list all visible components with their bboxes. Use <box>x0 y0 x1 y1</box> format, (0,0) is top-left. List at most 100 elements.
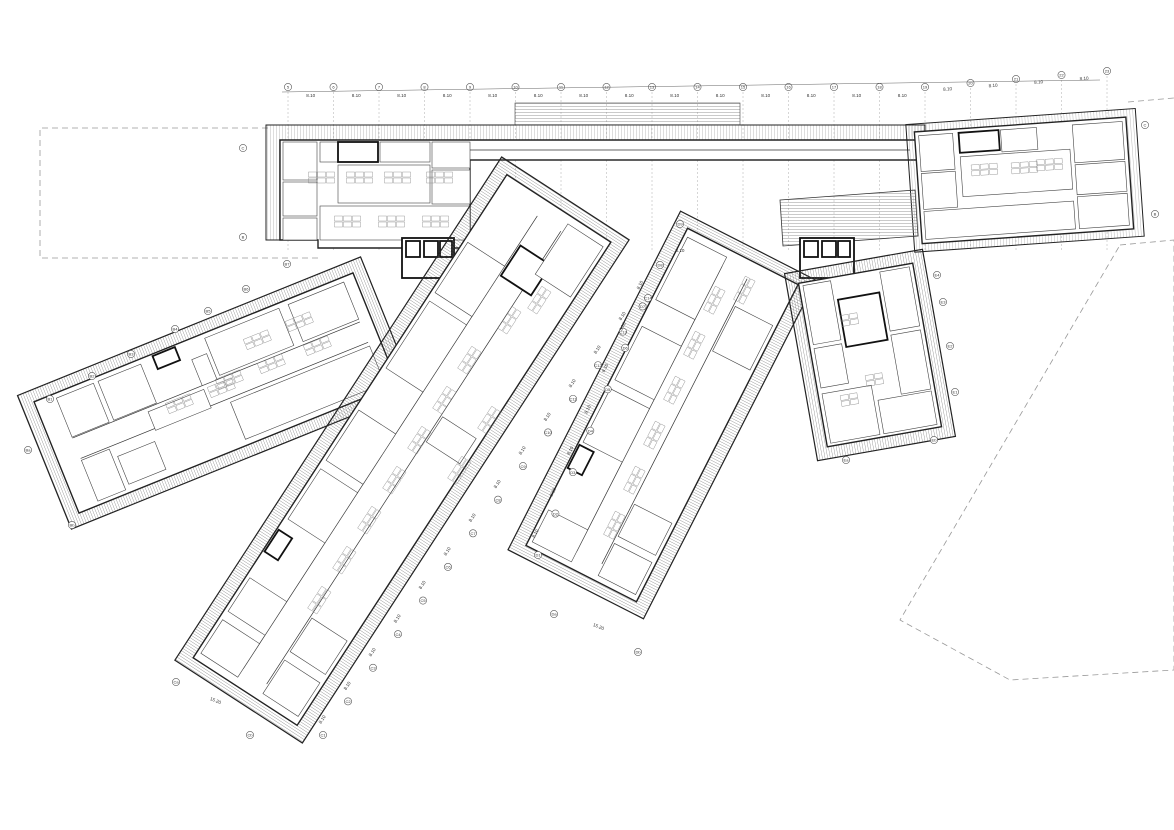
dimension-label: 8.10 <box>443 93 452 98</box>
dimension-label: 8.10 <box>618 311 627 322</box>
grid-axis-bubble: D4 <box>586 426 595 435</box>
svg-text:C1: C1 <box>320 733 326 738</box>
dimension-label: 15.20 <box>592 622 605 631</box>
svg-text:C10: C10 <box>544 430 552 435</box>
svg-text:Bb: Bb <box>70 523 76 528</box>
dimension-label: 8.10 <box>518 445 527 456</box>
svg-text:C12: C12 <box>594 363 602 368</box>
grid-axis-bubble: Ba <box>24 446 32 454</box>
svg-text:D6: D6 <box>623 346 629 351</box>
svg-text:B4: B4 <box>173 327 179 332</box>
svg-text:16: 16 <box>786 85 791 90</box>
svg-text:13: 13 <box>650 85 655 90</box>
grid-axis-bubble: C <box>1141 121 1149 129</box>
grid-axis-bubble: 8 <box>420 83 429 91</box>
svg-text:Eb: Eb <box>932 438 938 443</box>
axis-bubbles: 567891011121314151617181920212223CBCBB7B… <box>24 67 1159 739</box>
grid-axis-bubble: D7 <box>638 302 647 311</box>
grid-axis-bubble: D5 <box>603 385 612 394</box>
svg-text:E4: E4 <box>935 273 941 278</box>
dimension-label: 8.10 <box>368 647 377 658</box>
dimension-label: 8.10 <box>761 93 770 98</box>
grid-axis-bubble: 13 <box>648 83 656 91</box>
svg-text:C13: C13 <box>619 329 627 334</box>
grid-axis-bubble: E2 <box>946 342 954 350</box>
desk-cluster <box>422 215 449 228</box>
svg-text:B6: B6 <box>244 287 250 292</box>
grid-axis-bubble: Db <box>634 648 642 656</box>
dimension-label: 8.10 <box>579 93 588 98</box>
desk-cluster <box>603 510 626 540</box>
desk-cluster <box>497 306 522 335</box>
desk-cluster <box>1035 157 1064 172</box>
svg-text:7: 7 <box>378 85 381 90</box>
dimension-label: 8.10 <box>618 321 627 332</box>
desk-cluster <box>426 171 453 184</box>
grid-axis-bubble: C1 <box>319 731 327 739</box>
svg-text:C11: C11 <box>569 397 577 402</box>
svg-text:E2: E2 <box>948 344 954 349</box>
grid-axis-bubble: B <box>1151 210 1159 218</box>
svg-text:19: 19 <box>923 85 928 90</box>
grid-axis-bubble: 18 <box>875 83 884 91</box>
svg-text:D2: D2 <box>553 511 559 516</box>
desk-cluster <box>970 162 999 177</box>
desk-cluster <box>332 546 357 575</box>
grid-axis-bubble: Bb <box>68 521 76 529</box>
svg-text:C: C <box>1144 123 1147 128</box>
dimension-label: 8.10 <box>306 93 315 98</box>
grid-axis-bubble: C4 <box>394 630 402 639</box>
grid-axis-bubble: B1 <box>46 395 54 403</box>
dimension-label: 8.10 <box>418 579 427 590</box>
dimension-label: 8.10 <box>601 362 610 373</box>
desk-cluster <box>243 329 272 350</box>
desk-cluster <box>703 285 726 315</box>
svg-text:D3: D3 <box>570 470 576 475</box>
grid-axis-bubble: 16 <box>784 83 793 91</box>
svg-text:B: B <box>242 235 245 240</box>
grid-axis-bubble: B7 <box>283 260 291 268</box>
grid-axis-bubble: C11 <box>569 394 577 403</box>
svg-text:B: B <box>1154 212 1157 217</box>
grid-axis-bubble: E4 <box>933 271 941 279</box>
grid-axis-bubble: 21 <box>1012 75 1020 83</box>
grid-axis-bubble: C12 <box>594 361 602 370</box>
grid-axis-bubble: Ca <box>172 678 180 686</box>
svg-text:23: 23 <box>1105 69 1110 74</box>
dimension-label: 8.10 <box>636 280 645 291</box>
grid-axis-bubble: C <box>239 144 247 152</box>
svg-text:C7: C7 <box>470 531 476 536</box>
svg-text:20: 20 <box>968 81 973 86</box>
dimension-label: 8.10 <box>583 404 592 415</box>
desk-cluster <box>285 311 314 332</box>
dimension-label: 8.10 <box>531 528 540 539</box>
wing-b <box>16 256 416 530</box>
grid-axis-bubble: E1 <box>951 388 959 396</box>
grid-axis-bubble: C13 <box>619 327 627 336</box>
desk-clusters <box>165 157 1064 615</box>
desk-cluster <box>432 386 457 415</box>
desk-cluster <box>384 171 411 184</box>
desk-cluster <box>407 426 432 455</box>
svg-text:Cb: Cb <box>247 733 253 738</box>
grid-axis-bubble: D8 <box>656 261 664 269</box>
grid-axis-bubble: 11 <box>557 83 565 91</box>
desk-cluster <box>447 456 472 485</box>
dimension-line <box>281 79 1101 93</box>
dimension-label: 8.10 <box>807 93 816 98</box>
svg-text:11: 11 <box>559 85 564 90</box>
grid-axis-bubble: B6 <box>242 285 250 293</box>
dimension-label: 8.10 <box>676 248 685 253</box>
svg-text:B5: B5 <box>206 309 212 314</box>
svg-text:C3: C3 <box>370 665 376 670</box>
dimension-label: 8.10 <box>852 93 861 98</box>
svg-text:Ea: Ea <box>844 458 850 463</box>
svg-text:6: 6 <box>332 85 335 90</box>
grid-axis-bubble: 15 <box>739 83 747 91</box>
grid-axis-bubble: B3 <box>127 350 135 358</box>
grid-axis-bubble: 5 <box>284 83 292 91</box>
svg-text:E1: E1 <box>953 390 959 395</box>
grid-axis-bubble: 9 <box>466 83 474 91</box>
dimension-label: 8.10 <box>1079 76 1089 82</box>
